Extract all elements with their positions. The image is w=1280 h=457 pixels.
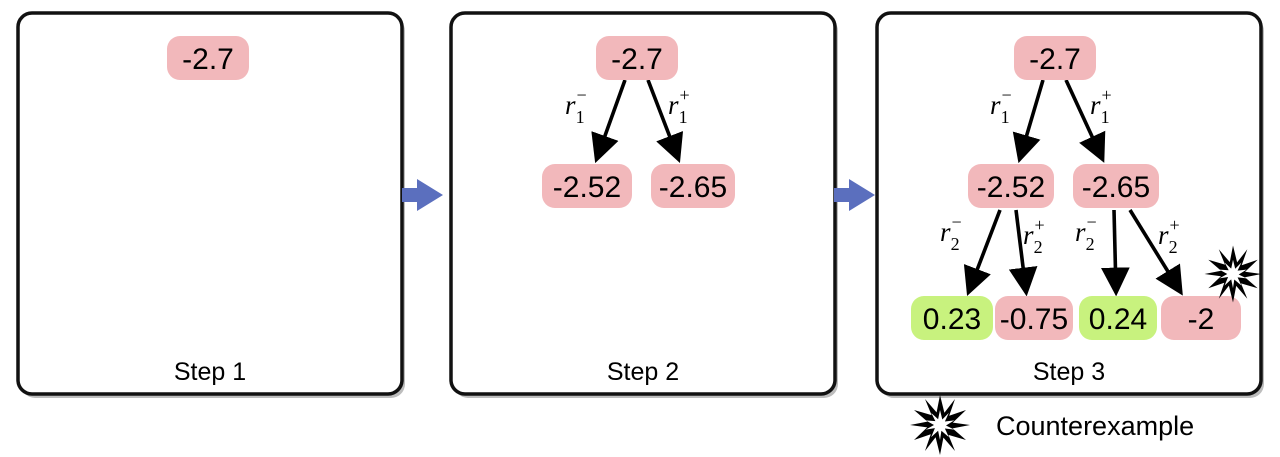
edge-l-lr: r+2 [1008, 209, 1045, 297]
node-rl: 0.24 [1079, 296, 1157, 340]
node-rr: -2 [1161, 296, 1241, 340]
edge-arrow [963, 209, 1002, 297]
edge-root-l: r−1 [565, 79, 627, 164]
negative-node-box [1073, 164, 1159, 208]
node-root: -2.7 [1014, 36, 1096, 80]
node-value: -2.7 [611, 43, 663, 76]
node-lr: -0.75 [995, 296, 1073, 340]
edge-label: r−2 [1075, 212, 1097, 254]
edge-label: r−2 [940, 212, 962, 254]
edge-label: r−1 [565, 85, 587, 127]
edge-arrow [1064, 79, 1106, 163]
panel-frame [16, 11, 404, 396]
edge-label: r+2 [1023, 215, 1045, 257]
edge-arrow [646, 79, 684, 164]
node-l: -2.52 [968, 164, 1054, 208]
negative-node-box [167, 36, 249, 80]
node-value: -2.65 [659, 171, 727, 204]
edge-r-rl: r−2 [1075, 209, 1130, 297]
step-panel-1: Step 1 [16, 11, 405, 398]
step-label: Step 3 [1033, 358, 1105, 386]
edge-label: r−1 [990, 85, 1012, 127]
step-label: Step 1 [174, 358, 246, 386]
edge-label: r+1 [1090, 85, 1112, 127]
edge-l-ll: r−2 [940, 209, 1002, 297]
node-r: -2.65 [1073, 164, 1159, 208]
edge-label: r+2 [1158, 215, 1180, 257]
node-root: -2.7 [167, 36, 249, 80]
node-value: -2.65 [1082, 171, 1150, 204]
explosion-icon [910, 395, 970, 455]
node-r: -2.65 [651, 164, 735, 208]
step-arrow-1 [402, 179, 443, 211]
negative-node-box [1161, 296, 1241, 340]
node-value: -0.75 [1000, 303, 1068, 336]
legend: Counterexample [910, 395, 1194, 455]
node-value: -2.52 [553, 171, 621, 204]
counterexample-explosion-icon [1204, 245, 1262, 303]
positive-node-box [911, 296, 993, 340]
edge-arrow [591, 79, 627, 164]
step-panel-2: Step 2 [449, 11, 838, 398]
edge-arrow [1008, 209, 1038, 297]
edge-root-r: r+1 [1064, 79, 1112, 163]
legend-label: Counterexample [996, 411, 1194, 441]
negative-node-box [596, 36, 678, 80]
node-value: -2.52 [977, 171, 1045, 204]
step-label: Step 2 [607, 358, 679, 386]
node-value: -2.7 [1029, 43, 1081, 76]
node-value: -2.7 [182, 43, 234, 76]
negative-node-box [1014, 36, 1096, 80]
negative-node-box [968, 164, 1054, 208]
negative-node-box [542, 164, 632, 208]
step-arrow-2 [834, 179, 875, 211]
negative-node-box [995, 296, 1073, 340]
edge-arrow [1012, 79, 1045, 164]
edge-label: r+1 [668, 85, 690, 127]
panel-frame [449, 11, 837, 396]
edge-arrow [1101, 209, 1130, 297]
node-value: 0.23 [923, 303, 981, 336]
node-ll: 0.23 [911, 296, 993, 340]
node-root: -2.7 [596, 36, 678, 80]
positive-node-box [1079, 296, 1157, 340]
node-value: -2 [1188, 303, 1215, 336]
edge-root-r: r+1 [646, 79, 690, 164]
edge-arrow [1128, 209, 1183, 296]
edge-r-rr: r+2 [1128, 209, 1183, 296]
negative-node-box [651, 164, 735, 208]
node-l: -2.52 [542, 164, 632, 208]
node-value: 0.24 [1089, 303, 1147, 336]
edge-root-l: r−1 [990, 79, 1045, 164]
